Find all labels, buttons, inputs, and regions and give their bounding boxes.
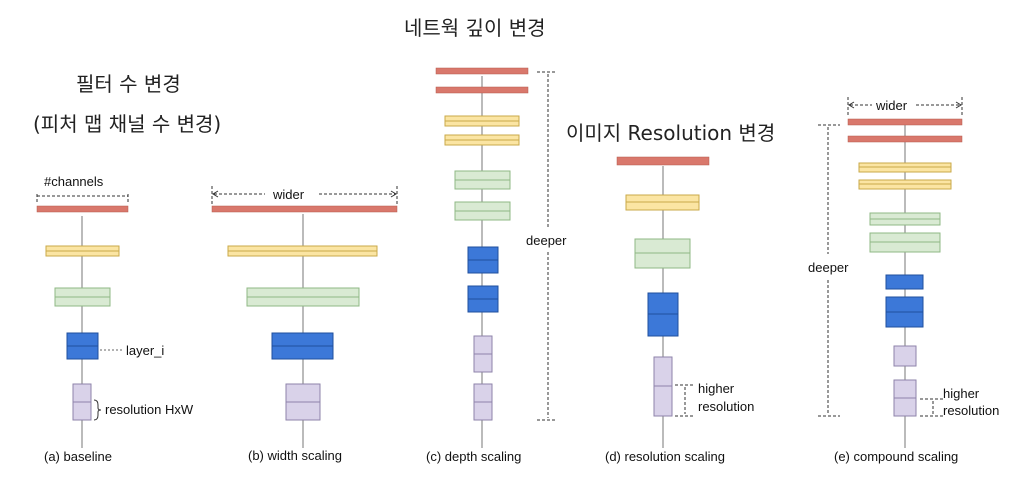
depth-layer-red-1	[435, 67, 529, 75]
panel-compound-scaling: wider deeper higher resolution (e) compo…	[808, 97, 999, 464]
comp-higher-label: higher	[943, 386, 980, 401]
caption-depth-scaling: (c) depth scaling	[426, 449, 521, 464]
depth-layer-red-2	[435, 86, 529, 94]
comp-wider-label: wider	[875, 98, 908, 113]
layer-i-label: layer_i	[126, 343, 164, 358]
width-wider-label: wider	[272, 187, 305, 202]
res-resolution-label: resolution	[698, 399, 754, 414]
comp-deeper-label: deeper	[808, 260, 849, 275]
panel-baseline: #channels layer_i resolution HxW (a) bas…	[36, 174, 194, 464]
comp-layer-red-1	[847, 118, 963, 126]
caption-baseline: (a) baseline	[44, 449, 112, 464]
comp-layer-red-2	[847, 135, 963, 143]
comp-layer-purple-1	[893, 345, 917, 367]
res-layer-red	[616, 156, 710, 166]
baseline-layer-red	[36, 205, 129, 213]
panel-width-scaling: wider (b) width scaling	[211, 186, 398, 463]
width-scaling-subtitle: (피처 맵 채널 수 변경)	[33, 112, 222, 136]
depth-deeper-label: deeper	[526, 233, 567, 248]
resolution-scaling-title: 이미지 Resolution 변경	[566, 121, 776, 145]
panel-resolution-scaling: higher resolution (d) resolution scaling	[605, 156, 754, 464]
caption-resolution-scaling: (d) resolution scaling	[605, 449, 725, 464]
width-layer-red	[211, 205, 398, 213]
comp-resolution-label: resolution	[943, 403, 999, 418]
baseline-resolution-label: resolution HxW	[105, 402, 194, 417]
width-scaling-title: 필터 수 변경	[76, 72, 181, 96]
depth-scaling-title: 네트웍 깊이 변경	[404, 16, 546, 40]
channels-label: #channels	[44, 174, 104, 189]
caption-compound-scaling: (e) compound scaling	[834, 449, 958, 464]
res-higher-label: higher	[698, 381, 735, 396]
comp-layer-blue-1	[885, 274, 924, 290]
panel-depth-scaling: deeper (c) depth scaling	[426, 67, 567, 464]
caption-width-scaling: (b) width scaling	[248, 448, 342, 463]
